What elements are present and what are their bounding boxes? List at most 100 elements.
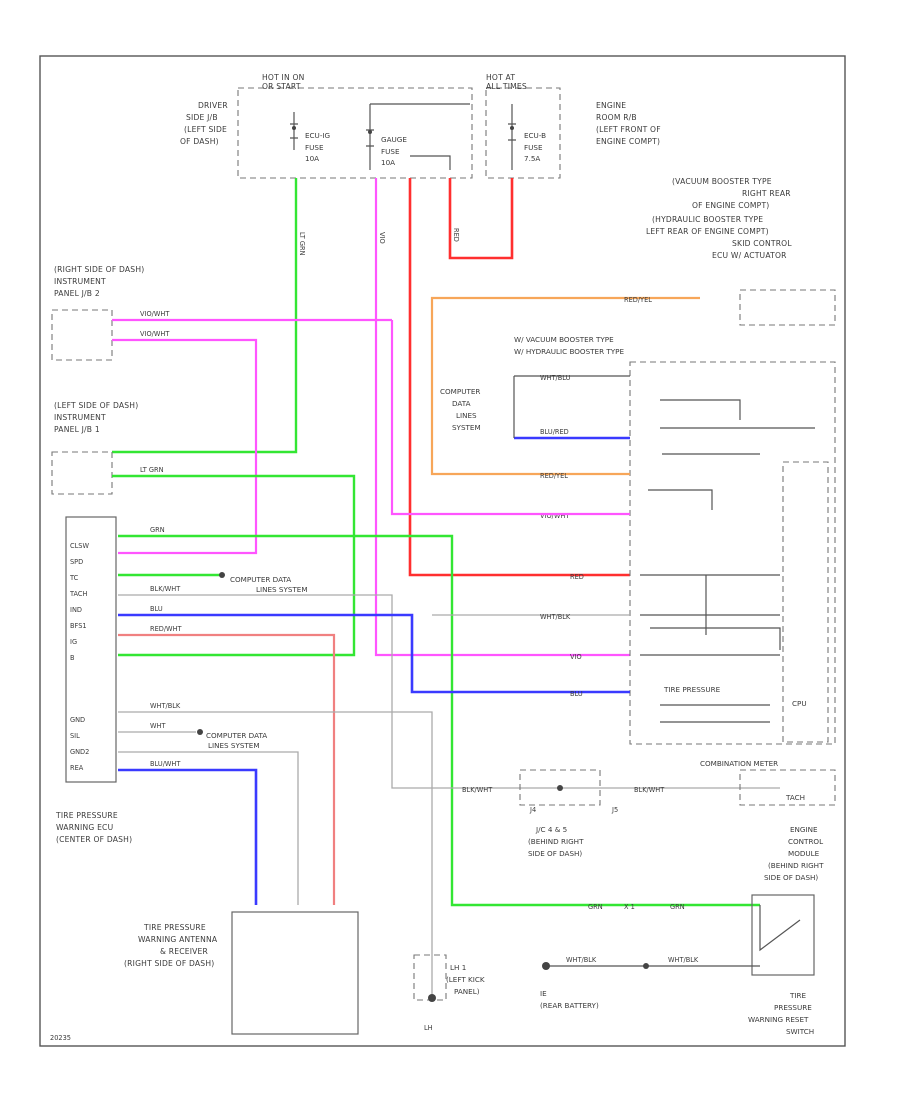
svg-text:10A: 10A [381, 158, 395, 167]
engine-room-label: ENGINE ROOM R/B (LEFT FRONT OF ENGINE CO… [596, 101, 661, 146]
svg-text:GND: GND [70, 716, 85, 724]
svg-text:SWITCH: SWITCH [786, 1027, 814, 1036]
tpw-ecu-pins: CLSW SPD TC TACH IND BFS1 IG B GND SIL G… [69, 542, 89, 772]
svg-text:10A: 10A [305, 154, 319, 163]
vacuum-booster-label: (VACUUM BOOSTER TYPE RIGHT REAR OF ENGIN… [646, 177, 792, 260]
svg-text:GRN: GRN [150, 526, 165, 534]
svg-text:ECU-IG: ECU-IG [305, 131, 330, 140]
svg-text:IND: IND [70, 606, 82, 614]
svg-text:LT GRN: LT GRN [140, 466, 164, 474]
jc-connector [519, 769, 601, 806]
svg-text:ALL TIMES: ALL TIMES [486, 82, 527, 91]
lh1-label: LH 1 (LEFT KICK PANEL) [446, 963, 485, 996]
svg-text:RED: RED [570, 573, 584, 581]
svg-text:W/ VACUUM BOOSTER TYPE: W/ VACUUM BOOSTER TYPE [514, 335, 614, 344]
svg-text:(BEHIND RIGHT: (BEHIND RIGHT [528, 837, 584, 846]
svg-text:VIO: VIO [570, 653, 582, 661]
svg-text:BLU/WHT: BLU/WHT [150, 760, 181, 768]
svg-text:CLSW: CLSW [70, 542, 89, 550]
svg-text:(BEHIND RIGHT: (BEHIND RIGHT [768, 861, 824, 870]
svg-text:LH 1: LH 1 [450, 963, 466, 972]
svg-text:(LEFT SIDE OF DASH): (LEFT SIDE OF DASH) [54, 401, 138, 410]
svg-text:RED: RED [452, 228, 460, 242]
svg-text:VIO/WHT: VIO/WHT [140, 330, 170, 338]
svg-text:LH: LH [424, 1024, 433, 1032]
svg-text:(REAR BATTERY): (REAR BATTERY) [540, 1001, 599, 1010]
svg-text:COMPUTER DATA: COMPUTER DATA [206, 731, 267, 740]
svg-text:SIDE OF DASH): SIDE OF DASH) [764, 873, 818, 882]
svg-text:(RIGHT SIDE OF DASH): (RIGHT SIDE OF DASH) [54, 265, 144, 274]
svg-text:J/C 4 & 5: J/C 4 & 5 [535, 825, 567, 834]
svg-text:REA: REA [70, 764, 84, 772]
booster-type-label: W/ VACUUM BOOSTER TYPE W/ HYDRAULIC BOOS… [514, 335, 624, 356]
wire-green-ecu-ig [112, 178, 298, 454]
wire-magenta-vsc [390, 320, 630, 516]
diagram-border [39, 55, 846, 1047]
svg-text:VIO/WHT: VIO/WHT [540, 512, 570, 520]
hot-all-box [485, 87, 561, 179]
fuse-ecu-ig [290, 112, 298, 150]
svg-text:TC: TC [69, 574, 79, 582]
svg-text:ECU W/ ACTUATOR: ECU W/ ACTUATOR [712, 251, 787, 260]
tpw-ecu-box[interactable] [65, 516, 117, 783]
hot-ign-label: HOT IN ON OR START [262, 73, 305, 91]
svg-text:LINES: LINES [456, 411, 477, 420]
svg-text:IG: IG [70, 638, 77, 646]
ip2-label: (RIGHT SIDE OF DASH) INSTRUMENT PANEL J/… [54, 265, 144, 298]
svg-text:ENGINE: ENGINE [596, 101, 626, 110]
reset-switch-label: TIRE PRESSURE WARNING RESET SWITCH [748, 991, 814, 1036]
antenna-label: TIRE PRESSURE WARNING ANTENNA & RECEIVER… [124, 923, 218, 968]
svg-text:RED/YEL: RED/YEL [540, 472, 568, 480]
cds-a-label: COMPUTER DATA LINES SYSTEM [440, 387, 481, 432]
wire-magenta-ip2-b [112, 338, 258, 555]
lh1-box [413, 954, 447, 1001]
combination-meter-box [739, 769, 836, 806]
svg-text:LEFT REAR OF ENGINE COMPT): LEFT REAR OF ENGINE COMPT) [646, 227, 769, 236]
svg-text:DRIVER: DRIVER [198, 101, 228, 110]
svg-text:& RECEIVER: & RECEIVER [160, 947, 209, 956]
wire-magenta-gauge [374, 178, 630, 657]
svg-text:INSTRUMENT: INSTRUMENT [54, 277, 106, 286]
svg-text:RED/YEL: RED/YEL [624, 296, 652, 304]
svg-text:BLK/WHT: BLK/WHT [150, 585, 181, 593]
svg-text:WHT/BLK: WHT/BLK [668, 956, 699, 964]
svg-text:X 1: X 1 [624, 903, 635, 911]
wire-gray-cds [513, 375, 630, 438]
svg-text:ECU-B: ECU-B [524, 131, 546, 140]
vsc-internal [640, 399, 815, 723]
gauge-fuse-label: GAUGE FUSE 10A [381, 135, 407, 167]
svg-text:TIRE PRESSURE: TIRE PRESSURE [663, 685, 721, 694]
svg-text:(LEFT KICK: (LEFT KICK [446, 975, 485, 984]
vsc-ecu-box [629, 361, 836, 745]
svg-text:BLU: BLU [150, 605, 163, 613]
svg-text:PANEL J/B 1: PANEL J/B 1 [54, 425, 100, 434]
wire-gray-gnd [118, 711, 433, 1000]
reset-switch-box[interactable] [751, 894, 815, 976]
svg-text:(CENTER OF DASH): (CENTER OF DASH) [56, 835, 132, 844]
svg-text:WHT/BLU: WHT/BLU [540, 374, 571, 382]
fuse-ecu-b [508, 104, 516, 170]
wire-green-clsw [118, 534, 760, 907]
svg-text:COMPUTER DATA: COMPUTER DATA [230, 575, 291, 584]
svg-text:GRN: GRN [588, 903, 603, 911]
svg-text:MODULE: MODULE [788, 849, 820, 858]
ecu-ig-fuse-label: ECU-IG FUSE 10A [305, 131, 330, 163]
antenna-box[interactable] [231, 911, 359, 1035]
svg-text:SYSTEM: SYSTEM [452, 423, 481, 432]
svg-text:(VACUUM BOOSTER TYPE: (VACUUM BOOSTER TYPE [672, 177, 772, 186]
svg-text:CONTROL: CONTROL [788, 837, 823, 846]
svg-text:COMBINATION METER: COMBINATION METER [700, 759, 778, 768]
svg-text:HOT IN ON: HOT IN ON [262, 73, 305, 82]
svg-text:VIO/WHT: VIO/WHT [140, 310, 170, 318]
svg-text:FUSE: FUSE [381, 147, 400, 156]
wire-blue-rea [118, 768, 258, 905]
svg-text:IE: IE [540, 989, 547, 998]
svg-text:FUSE: FUSE [524, 143, 543, 152]
footer-code: 20235 [50, 1034, 71, 1042]
svg-text:VIO: VIO [378, 232, 386, 244]
svg-text:TACH: TACH [785, 793, 805, 802]
svg-text:RED/WHT: RED/WHT [150, 625, 183, 633]
hot-ign-box [237, 87, 473, 179]
svg-text:SKID CONTROL: SKID CONTROL [732, 239, 792, 248]
